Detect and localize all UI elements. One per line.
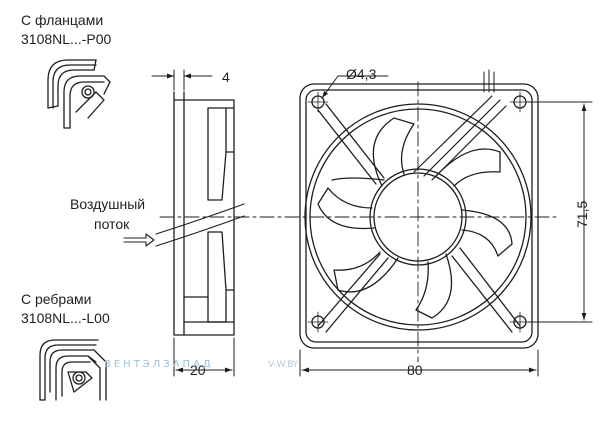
watermark-brand: ВЕНТЭЛЗАПАД xyxy=(104,359,214,370)
thickness-total-dimension xyxy=(173,337,235,377)
hole-diameter-leader xyxy=(321,75,389,99)
mounting-hole xyxy=(509,91,531,113)
mounting-hole xyxy=(307,91,329,113)
flanged-title: С фланцами xyxy=(21,12,104,28)
thickness-total-label: 20 xyxy=(190,362,206,378)
airflow-label-line1: Воздушный xyxy=(70,196,146,212)
flanged-model-code: 3108NL...-P00 xyxy=(21,31,112,47)
watermark-site: V-W.BY xyxy=(268,360,299,370)
thickness-top-label: 4 xyxy=(222,69,230,85)
hole-spacing-dimension xyxy=(527,101,593,323)
mounting-hole xyxy=(509,311,531,333)
hole-spacing-label: 71,5 xyxy=(574,200,590,228)
width-dimension xyxy=(299,349,539,377)
ribbed-model-code: 3108NL...-L00 xyxy=(21,310,110,326)
flanged-corner-detail xyxy=(47,59,111,129)
fan-side-view xyxy=(155,91,245,336)
hole-diameter-label: Ø4,3 xyxy=(346,66,377,82)
thickness-top-dimension xyxy=(151,69,213,91)
ribbed-corner-detail xyxy=(39,339,107,401)
width-label: 80 xyxy=(407,362,423,378)
airflow-label-line2: поток xyxy=(94,216,130,232)
ribbed-title: С ребрами xyxy=(21,291,92,307)
fan-front-view xyxy=(299,69,539,349)
airflow-arrow xyxy=(123,233,155,247)
mounting-hole xyxy=(307,311,329,333)
